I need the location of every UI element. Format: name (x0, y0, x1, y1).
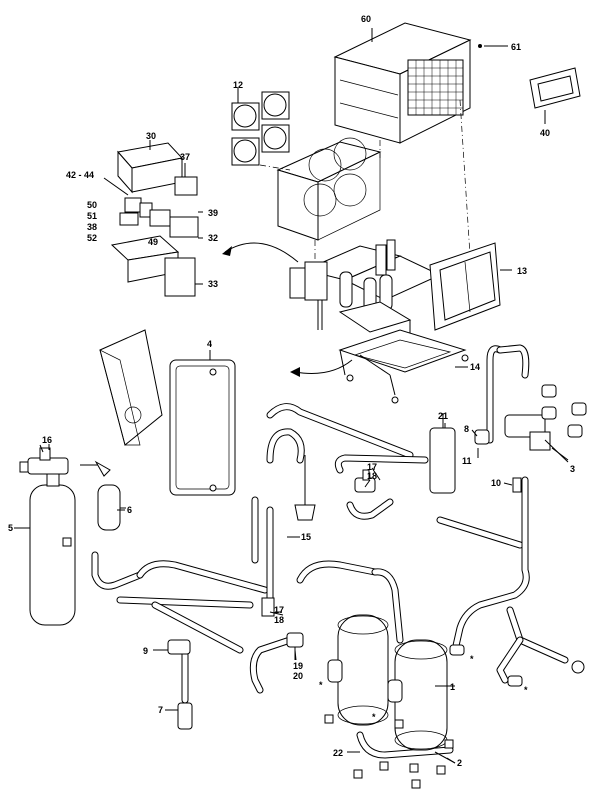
pressure-sensors (541, 384, 587, 438)
valve-8-11 (474, 429, 490, 458)
label-16: 16 (42, 435, 52, 445)
label-19: 19 (293, 661, 303, 671)
check-valve-7 (165, 702, 193, 730)
label-39: 39 (208, 208, 218, 218)
base-frame (338, 329, 469, 404)
label-42-44: 42 - 44 (66, 170, 94, 180)
label-6: 6 (127, 505, 132, 515)
plate-heat-exchanger (169, 350, 236, 496)
star-marker-2: * (524, 685, 528, 695)
label-60: 60 (361, 14, 371, 24)
refrigerant-piping (91, 344, 569, 759)
label-38: 38 (87, 222, 97, 232)
compressor-2 (387, 639, 455, 751)
filter-drier (97, 484, 126, 531)
label-8: 8 (464, 424, 469, 434)
label-17-bottom: 17 (274, 605, 284, 615)
label-1: 1 (450, 682, 455, 692)
label-50: 50 (87, 200, 97, 210)
label-18-top: 18 (367, 471, 377, 481)
label-11: 11 (462, 456, 472, 466)
label-22: 22 (333, 748, 343, 758)
callout-labels: 60 61 40 12 30 37 42 - 44 50 51 38 52 49… (8, 14, 575, 768)
label-21: 21 (438, 411, 448, 421)
fan-panel (276, 137, 382, 241)
label-40: 40 (540, 128, 550, 138)
expansion-valve-assembly (354, 467, 381, 493)
fan-assemblies (231, 88, 290, 166)
label-32: 32 (208, 233, 218, 243)
label-5: 5 (8, 523, 13, 533)
label-18-bottom: 18 (274, 615, 284, 625)
electrical-components (103, 140, 203, 297)
compressor-1 (327, 614, 389, 726)
sensor-10 (512, 477, 522, 493)
label-7: 7 (158, 705, 163, 715)
label-14: 14 (470, 362, 480, 372)
label-49: 49 (148, 237, 158, 247)
service-valve (19, 444, 111, 477)
label-33: 33 (208, 279, 218, 289)
liquid-receiver (14, 471, 76, 626)
label-52: 52 (87, 233, 97, 243)
mounting-feet (324, 714, 456, 789)
label-20: 20 (293, 671, 303, 681)
sight-glass (261, 597, 282, 617)
label-30: 30 (146, 131, 156, 141)
label-3: 3 (570, 464, 575, 474)
star-marker-1: * (470, 654, 474, 664)
label-10: 10 (491, 478, 501, 488)
strainer (294, 455, 316, 521)
unit-chassis (289, 239, 442, 342)
callout-leaders (16, 413, 569, 764)
four-way-valve (504, 414, 569, 461)
label-2: 2 (457, 758, 462, 768)
valve-19-20 (286, 632, 304, 660)
star-marker-4: * (372, 712, 376, 722)
fan-grille (408, 60, 463, 115)
label-61: 61 (511, 42, 521, 52)
remote-controller (529, 67, 581, 124)
label-12: 12 (233, 80, 243, 90)
label-9: 9 (143, 646, 148, 656)
label-37: 37 (180, 152, 190, 162)
mounting-bracket (99, 329, 163, 446)
label-13: 13 (517, 266, 527, 276)
ball-valve-9 (155, 639, 191, 655)
sight-fittings (449, 644, 585, 687)
label-15: 15 (301, 532, 311, 542)
screw-61 (478, 44, 508, 48)
condenser-coil (429, 242, 512, 331)
label-51: 51 (87, 211, 97, 221)
economiser (429, 423, 456, 494)
label-17-top: 17 (367, 462, 377, 472)
outdoor-unit-casing (333, 22, 472, 144)
label-4: 4 (207, 339, 212, 349)
star-marker-3: * (319, 680, 323, 690)
